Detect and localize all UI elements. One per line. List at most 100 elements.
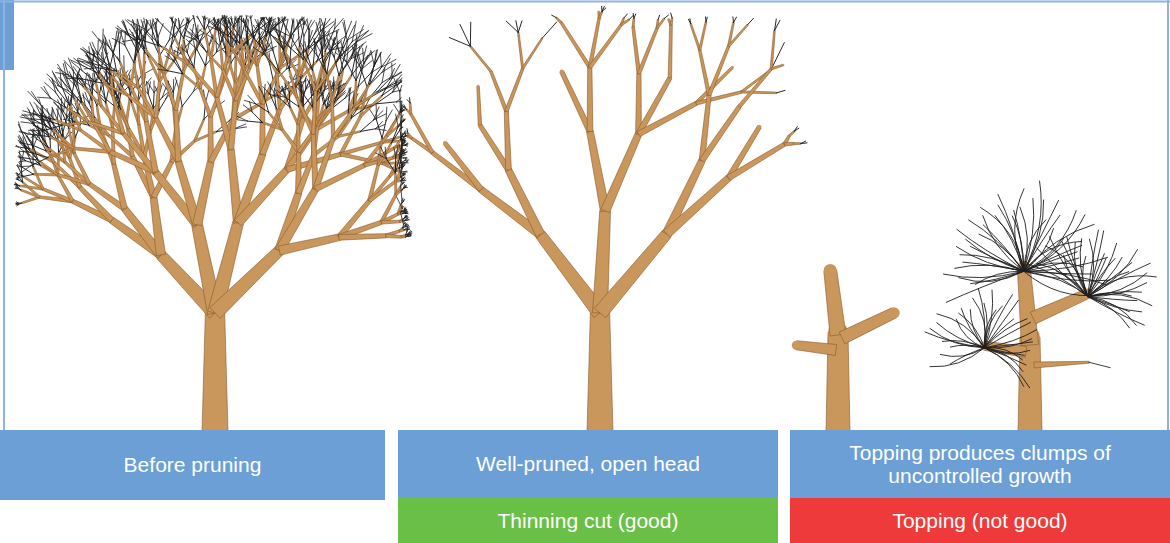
tree-twig (396, 114, 398, 127)
tree-twig (263, 17, 264, 20)
tree-twig (356, 46, 360, 61)
tree-twig (118, 28, 120, 43)
frame-line (1167, 0, 1169, 430)
tree-twig (329, 43, 334, 57)
tree-twig (19, 135, 26, 146)
tree-twig (189, 18, 193, 23)
tree-twig (403, 227, 406, 228)
tree-twig (403, 109, 404, 111)
tree-twig (262, 18, 263, 20)
tree-twig (402, 213, 405, 214)
tree-twig (237, 116, 247, 121)
tree-twig (407, 219, 409, 220)
tree-twig (271, 17, 272, 20)
tree-twig (389, 72, 401, 80)
tree-twig (146, 19, 151, 27)
tree-twig (394, 105, 402, 117)
tree-twig (246, 16, 248, 18)
tree-twig (403, 173, 404, 175)
tree-branch (398, 213, 403, 215)
tree-twig (282, 87, 285, 98)
tree-twig (16, 173, 18, 175)
tree-twig (401, 180, 402, 187)
tree-branch (331, 102, 335, 138)
tree-twig (406, 216, 408, 217)
tree-twig (67, 78, 75, 98)
tree-twig (30, 102, 36, 114)
tree-twig (16, 183, 17, 185)
tree-branch (392, 145, 402, 158)
tree-twig (403, 217, 406, 219)
tree-twig (245, 26, 247, 44)
tree-twig (193, 16, 194, 19)
tree-twig (33, 110, 44, 120)
tree-twig (248, 26, 254, 38)
tree-twig (325, 45, 334, 57)
tree-twig (403, 182, 405, 183)
tree-twig (309, 21, 315, 30)
tree-twig (264, 97, 269, 113)
tree-twig (104, 35, 109, 47)
tree-twig (407, 227, 410, 228)
tree-twig (404, 210, 406, 211)
tree-twig (186, 40, 196, 50)
tree-twig (298, 20, 300, 26)
tree-twig (237, 18, 239, 22)
tree-branch (228, 100, 238, 149)
tree-branch (317, 108, 327, 127)
tree-twig (405, 212, 407, 213)
tree-twig (289, 49, 290, 71)
tree-twig (338, 93, 346, 99)
tree-twig (313, 52, 315, 70)
tree-twig (404, 120, 406, 122)
tree-twig (381, 54, 390, 67)
tree-twig (286, 44, 303, 59)
tree-twig (248, 95, 256, 104)
tree-twig (401, 201, 403, 204)
tree-twig (335, 19, 344, 29)
tree-twig (404, 179, 406, 181)
tree-twig (347, 62, 356, 80)
tree-twig (404, 219, 406, 221)
tree-twig (41, 136, 49, 148)
tree-twig (268, 82, 275, 93)
tree-twig (44, 86, 51, 98)
tree-twig (376, 120, 382, 138)
tree-twig (405, 160, 407, 162)
tree-twig (248, 121, 263, 122)
tree-branch (338, 131, 361, 138)
tree-twig (405, 215, 407, 217)
tree-twig (405, 186, 407, 188)
tree-twig (239, 16, 241, 18)
tree-twig (304, 21, 309, 30)
tree-twig (100, 87, 105, 99)
tree-twig (403, 150, 405, 152)
tree-twig (403, 141, 405, 144)
tree-twig (209, 26, 222, 32)
tree-twig (403, 139, 406, 140)
tree-twig (41, 87, 51, 98)
tree-twig (261, 18, 263, 20)
tree-twig (153, 19, 156, 27)
tree-twig (402, 188, 405, 190)
tree-twig (401, 201, 403, 204)
tree-branch (314, 164, 365, 192)
tree-twig (109, 40, 113, 53)
tree-twig (403, 182, 404, 184)
tree-twig (403, 174, 405, 175)
tree-branch (112, 95, 125, 134)
tree-twig (403, 223, 405, 225)
tree-twig (222, 32, 239, 43)
tree-twig (15, 183, 17, 184)
tree-twig (406, 225, 408, 227)
tree-twig (17, 165, 19, 167)
tree-twig (300, 22, 304, 36)
tree-twig (404, 220, 407, 222)
frame-line (3, 0, 5, 430)
tree-twig (405, 187, 408, 188)
tree-twig (402, 206, 403, 208)
tree-twig (254, 38, 266, 51)
tree-twig (134, 46, 136, 63)
tree-twig (173, 81, 177, 92)
tree-twig (241, 19, 243, 23)
